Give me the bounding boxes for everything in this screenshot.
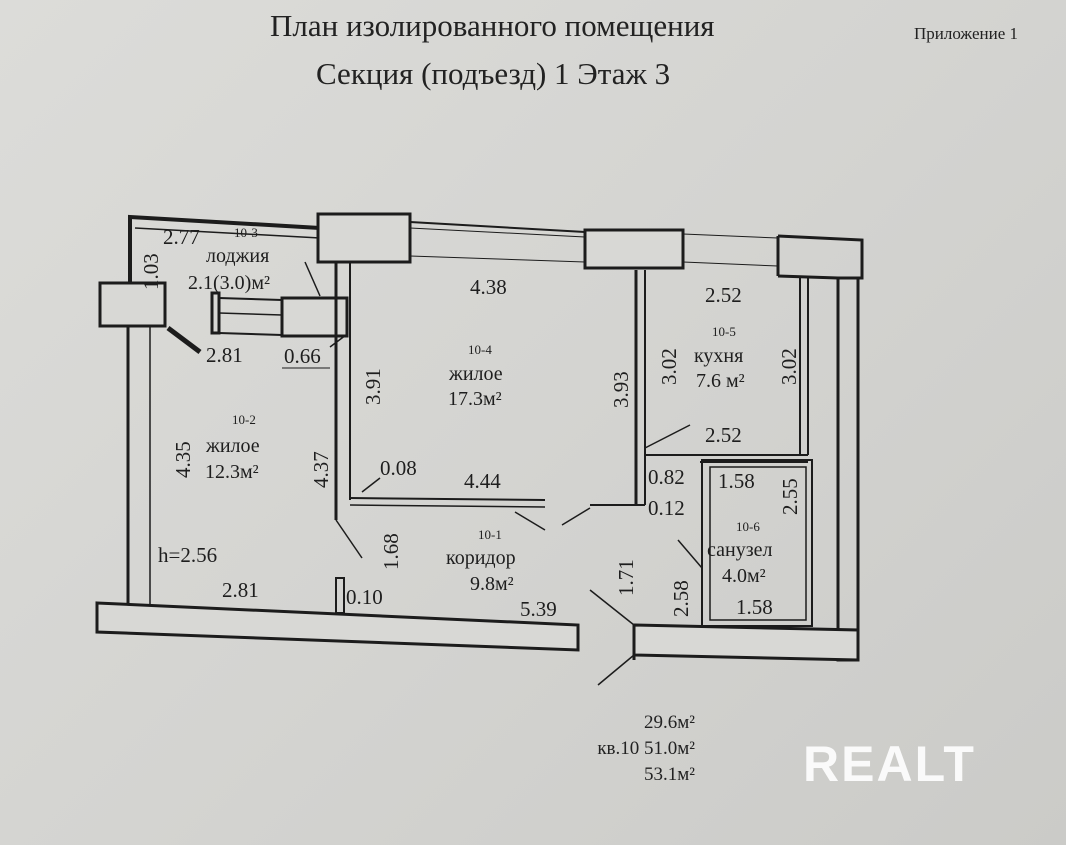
room-number: 10-3 [234, 225, 258, 240]
dim-label: 3.93 [609, 371, 633, 408]
dim-label: 1.68 [379, 533, 403, 570]
dim-label: 2.52 [705, 283, 742, 307]
total-area: 51.0м² [644, 738, 695, 759]
room-area: 7.6 м² [696, 370, 745, 392]
dim-label: 3.91 [361, 368, 385, 405]
room-area: 9.8м² [470, 573, 514, 595]
room-labels: 10-1 коридор 9.8м² 10-2 жилое 12.3м² 10-… [188, 225, 772, 595]
room-area: 12.3м² [205, 461, 259, 483]
dim-label: 2.52 [705, 423, 742, 447]
dim-label: 2.55 [778, 478, 802, 515]
room-number: 10-6 [736, 519, 760, 534]
room-name: жилое [205, 435, 260, 457]
dim-label: 2.81 [222, 578, 259, 602]
room-number: 10-1 [478, 527, 502, 542]
dim-label: 0.08 [380, 456, 417, 480]
room-number: 10-5 [712, 324, 736, 339]
dim-label: 2.81 [206, 343, 243, 367]
room-name: санузел [707, 539, 772, 561]
dim-label: 3.02 [657, 348, 681, 385]
dim-label: 2.77 [163, 225, 200, 249]
dim-label: 3.02 [777, 348, 801, 385]
room-number: 10-4 [468, 342, 492, 357]
plan-subtitle: Секция (подъезд) 1 Этаж 3 [316, 56, 671, 91]
total-apartment-row: кв.10 51.0м² [525, 736, 695, 762]
room-name: коридор [446, 547, 516, 569]
dim-label: 2.58 [669, 580, 693, 617]
dim-label: 1.71 [614, 559, 638, 596]
walls [95, 212, 864, 686]
dim-label: 4.38 [470, 275, 507, 299]
room-area: 2.1(3.0)м² [188, 272, 270, 294]
dim-label: 0.66 [284, 344, 321, 368]
dim-label: 0.12 [648, 496, 685, 520]
room-name: лоджия [206, 245, 269, 267]
appendix-label: Приложение 1 [914, 24, 1018, 43]
plan-title: План изолированного помещения [270, 8, 715, 43]
room-area: 17.3м² [448, 388, 502, 410]
dim-label: 4.44 [464, 469, 501, 493]
dimension-labels: 1.03 2.77 2.81 0.66 4.35 4.37 3.91 4.38 … [139, 225, 802, 621]
dim-label: 5.39 [520, 597, 557, 621]
area-totals: 29.6м² кв.10 51.0м² 53.1м² [525, 710, 695, 788]
realt-watermark: REALT [803, 736, 976, 792]
room-number: 10-2 [232, 412, 256, 427]
dim-label: 1.03 [139, 253, 163, 290]
dim-label: 1.58 [736, 595, 773, 619]
apartment-label: кв.10 [597, 738, 640, 759]
room-name: кухня [694, 345, 743, 367]
ceiling-height: h=2.56 [158, 543, 217, 567]
total-area-with-loggia: 53.1м² [644, 764, 695, 785]
dim-label: 4.35 [171, 441, 195, 478]
total-living-area: 29.6м² [644, 712, 695, 733]
dim-label: 4.37 [309, 451, 333, 488]
room-area: 4.0м² [722, 565, 766, 587]
dim-label: 1.58 [718, 469, 755, 493]
dim-label: 0.82 [648, 465, 685, 489]
dim-label: 0.10 [346, 585, 383, 609]
room-name: жилое [448, 363, 503, 385]
